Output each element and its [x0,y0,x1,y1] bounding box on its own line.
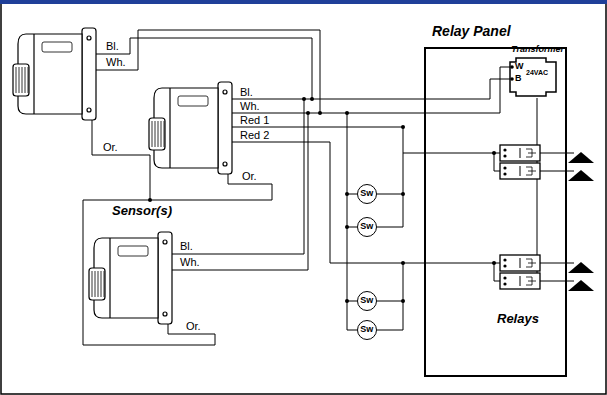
wire-label: Or. [103,141,118,154]
switch-circle: Sw [357,320,377,340]
switch-label: Sw [360,221,373,232]
junction-dot [401,299,405,303]
wire-label: Red 1 [240,114,269,127]
junction-dot [345,192,349,196]
wire [347,113,348,330]
wire [377,301,403,302]
wire [232,67,512,113]
junction-dot [148,198,152,202]
wire [232,127,500,153]
motion-sensor [149,82,232,174]
group-label: Relays [497,312,539,325]
wire [172,113,308,270]
panel-heading: Relay Panel [432,23,511,40]
junction-dot [401,261,405,265]
switch-circle: Sw [357,184,377,204]
switch-label: Sw [360,188,373,199]
wire-label: Or. [186,320,201,333]
wire-label: Wh. [180,256,200,269]
wire [494,153,500,171]
junction-dot [302,97,306,101]
load-triangle [568,262,594,273]
switch-label: Sw [360,324,373,335]
load-triangle [568,170,594,181]
wire [347,330,357,331]
relay-symbol [500,273,574,289]
wire-label: Wh. [240,100,260,113]
wire [96,38,312,99]
junction-dot [345,111,349,115]
junction-dot [401,192,405,196]
junction-dot [310,97,314,101]
wire [377,227,403,228]
junction-dot [318,111,322,115]
wire [403,153,404,227]
group-label: Sensor(s) [112,204,172,217]
junction-dot [401,125,405,129]
top-rule [0,0,607,4]
wire [494,263,500,281]
junction-dot [306,111,310,115]
relay-panel: Relay PanelTransformerWB 24VAC [424,20,567,377]
voltage-label: 24VAC [526,69,548,77]
wire-label: Red 2 [240,129,269,142]
terminal-label: B [515,73,522,84]
wire [96,30,320,113]
junction-dot [492,261,496,265]
motion-sensor [89,232,172,324]
junction-dot [345,299,349,303]
wire [232,79,512,99]
wire [377,330,403,331]
wire-label: Bl. [180,240,193,253]
junction-dot [492,151,496,155]
wire [403,263,404,330]
switch-circle: Sw [357,217,377,237]
load-triangle [568,280,594,291]
wire-label: Bl. [240,86,253,99]
switch-circle: Sw [357,291,377,311]
relay-symbol [500,255,574,271]
relay-symbol [500,145,574,161]
wire [232,142,500,263]
wire [92,120,150,200]
terminal-label: W [515,61,524,72]
wire [172,99,304,254]
motion-sensor [13,28,96,120]
transformer-label: Transformer [511,44,564,55]
transformer: TransformerWB 24VAC [506,44,562,98]
wire [83,174,272,345]
relay-symbol [500,163,574,179]
wire-label: Bl. [106,40,119,53]
switch-label: Sw [360,295,373,306]
junction-dot [345,225,349,229]
wire-label: Wh. [106,56,126,69]
wire-label: Or. [242,170,257,183]
wire [377,194,403,195]
load-triangle [568,152,594,163]
